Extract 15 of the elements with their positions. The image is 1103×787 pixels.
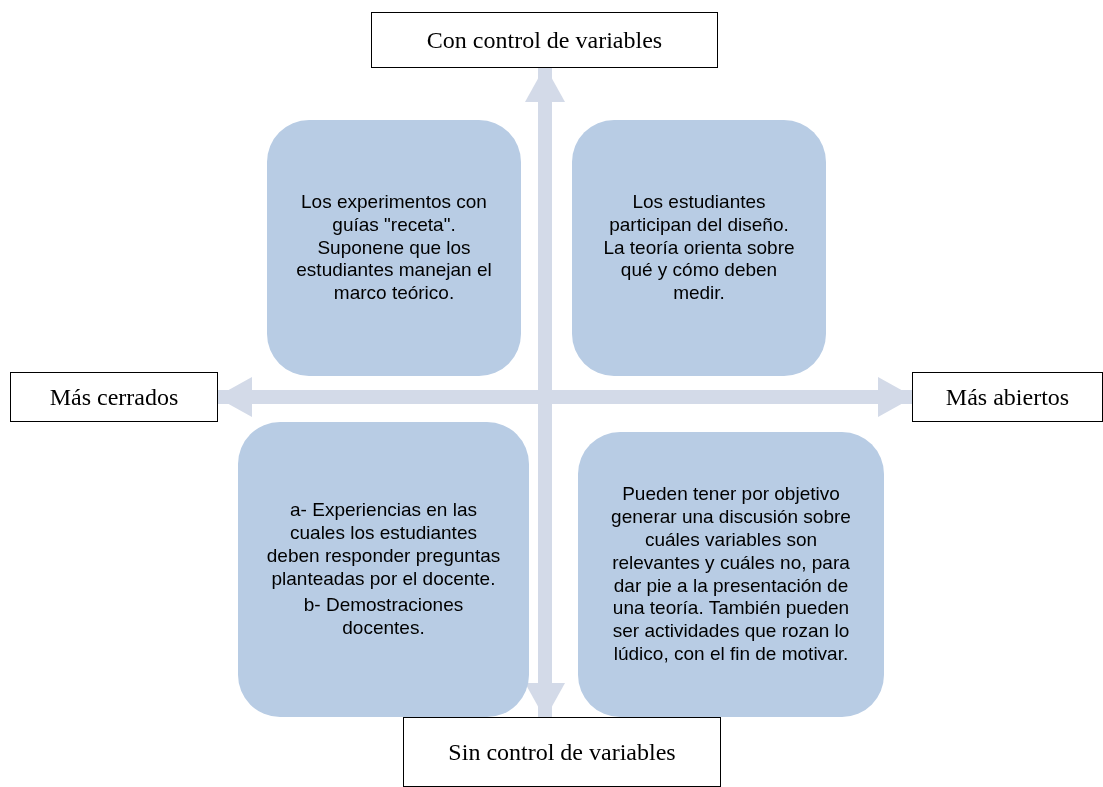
card-text: b- Demostraciones docentes. xyxy=(302,594,465,640)
rounded-card xyxy=(572,120,826,376)
axis-arrow xyxy=(216,377,914,417)
axis-label: Más abiertos xyxy=(912,372,1103,422)
card-text: Los estudiantes participan del diseño. La teoría orienta sobre qué y cómo deben medir. xyxy=(602,191,796,305)
axis-arrow xyxy=(525,66,565,719)
axis-label: Con control de variables xyxy=(371,12,718,68)
axis-label: Sin control de variables xyxy=(403,717,721,787)
axis-label: Más cerrados xyxy=(10,372,218,422)
rounded-card xyxy=(578,432,884,717)
card-text: a- Experiencias en las cuales los estudiantes deben responder preguntas planteadas por el docente. xyxy=(266,499,501,591)
card-text: Pueden tener por objetivo generar una discusión sobre cuáles variables son relevantes y cuáles no, para dar pie a la presentación de una teoría. También pueden ser actividades que rozan lo lúdico, con el fin de motivar. xyxy=(610,483,852,666)
rounded-card xyxy=(267,120,521,376)
rounded-card xyxy=(238,422,529,717)
card-text: Los experimentos con guías "receta". Suponene que los estudiantes manejan el marco teórico. xyxy=(295,191,493,305)
